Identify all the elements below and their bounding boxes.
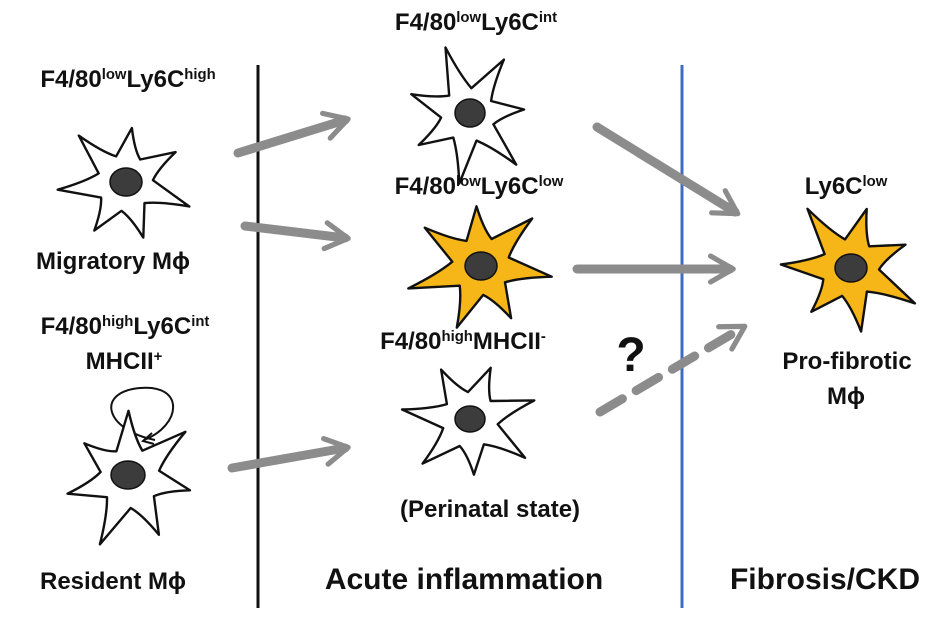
section-acute-inflammation: Acute inflammation bbox=[324, 563, 604, 596]
label-resident-name: Resident Mϕ bbox=[39, 568, 187, 595]
nucleus bbox=[454, 405, 486, 433]
nucleus bbox=[464, 251, 498, 281]
cell-profibrotic-macrophage bbox=[779, 207, 917, 333]
section-fibrosis-ckd: Fibrosis/CKD bbox=[729, 563, 921, 596]
label-resident-marker-line2: MHCII+ bbox=[85, 348, 163, 375]
arrow-resident-to-perinatal bbox=[227, 436, 351, 473]
label-acute-int-marker: F4/80lowLy6Cint bbox=[394, 9, 558, 36]
label-resident-marker: F4/80highLy6Cint bbox=[40, 313, 210, 340]
nucleus bbox=[454, 98, 486, 128]
label-perinatal-marker: F4/80highMHCII- bbox=[380, 328, 546, 355]
nucleus bbox=[109, 167, 143, 197]
arrows bbox=[227, 110, 748, 473]
cell-acute-int bbox=[410, 46, 526, 185]
label-migratory-marker: F4/80lowLy6Chigh bbox=[40, 66, 216, 93]
cell-migratory-macrophage bbox=[56, 126, 191, 239]
self-renewal-loop-arrowhead bbox=[140, 432, 155, 445]
label-acute-low-marker: F4/80lowLy6Clow bbox=[394, 173, 564, 200]
question-mark: ? bbox=[616, 329, 646, 382]
arrow-perinatal-to-profibrotic-dashed bbox=[595, 323, 748, 417]
self-renewal-loop-arrow bbox=[110, 386, 175, 441]
arrow-migratory-to-low bbox=[240, 220, 351, 252]
cell-acute-low bbox=[407, 205, 553, 329]
nucleus bbox=[110, 460, 146, 490]
label-profibrotic-marker: Ly6Clow bbox=[804, 173, 888, 200]
label-profibrotic-name-line1: Pro-fibrotic bbox=[782, 348, 912, 375]
label-profibrotic-name-line2: Mϕ bbox=[827, 383, 865, 410]
arrow-int-to-profibrotic bbox=[592, 122, 741, 217]
nucleus bbox=[834, 253, 868, 283]
label-migratory-name: Migratory Mϕ bbox=[36, 248, 190, 275]
label-perinatal-name: (Perinatal state) bbox=[399, 496, 581, 523]
cell-perinatal bbox=[400, 366, 536, 476]
cell-resident-macrophage bbox=[66, 409, 192, 546]
arrow-migratory-to-int bbox=[233, 110, 351, 158]
